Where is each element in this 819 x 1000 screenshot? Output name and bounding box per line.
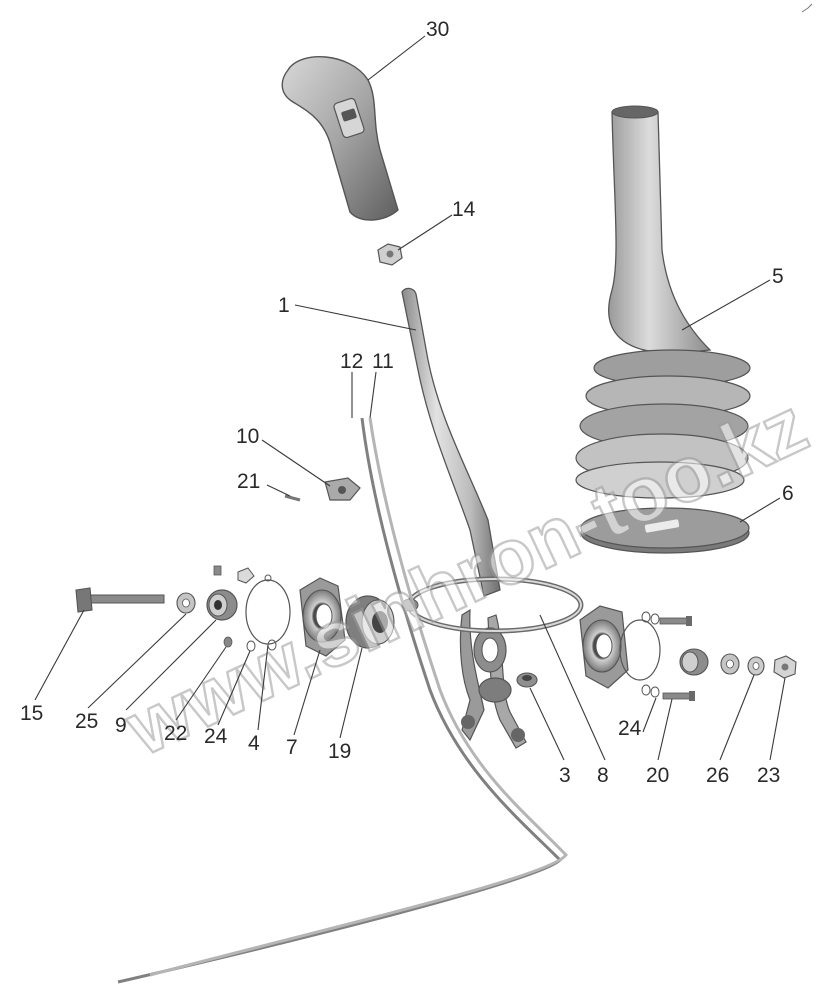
part-6-plate (580, 507, 750, 554)
callout-21: 21 (237, 470, 260, 493)
part-5-rubber-boot (575, 105, 751, 499)
callout-11: 11 (372, 350, 394, 373)
part-19-bushing (345, 595, 395, 649)
callout-20: 20 (646, 764, 669, 787)
part-7-flange-right (579, 605, 629, 689)
part-11-12-rods (117, 417, 568, 984)
callout-7: 7 (286, 736, 298, 759)
leader-lines (34, 35, 786, 761)
callout-14: 14 (452, 198, 476, 221)
part-20-bolts (659, 616, 695, 701)
callout-5: 5 (772, 265, 784, 288)
part-21-pin (284, 494, 301, 502)
callout-8: 8 (597, 764, 609, 787)
part-9-bushing-right (679, 648, 709, 676)
callout-25: 25 (75, 710, 98, 733)
callout-26: 26 (706, 764, 729, 787)
callout-22: 22 (164, 722, 187, 745)
callout-6: 6 (782, 482, 794, 505)
part-4-gasket-right (619, 619, 661, 681)
callout-24-right: 24 (618, 717, 642, 740)
part-15-bolt (75, 587, 165, 613)
corner-mark (801, 3, 813, 13)
callout-30: 30 (426, 18, 449, 41)
part-10-clamp (324, 477, 361, 501)
part-23-nut (773, 655, 797, 679)
callout-23: 23 (757, 764, 780, 787)
part-3-bushing (516, 672, 538, 688)
part-1-shift-lever (401, 287, 527, 749)
callout-1: 1 (278, 294, 290, 317)
part-30-gear-knob (281, 56, 399, 221)
callout-labels: 30 14 1 5 12 11 10 21 6 15 25 9 22 24 4 … (20, 18, 794, 787)
callout-12: 12 (340, 350, 363, 373)
part-9-bushing (206, 589, 238, 621)
part-25-washer (176, 592, 196, 614)
callout-3: 3 (559, 764, 571, 787)
callout-19: 19 (328, 740, 351, 763)
callout-4: 4 (248, 732, 260, 755)
callout-10: 10 (236, 425, 259, 448)
callout-24-left: 24 (204, 725, 228, 748)
part-25-washer-right (720, 653, 740, 675)
part-26-washer (747, 656, 765, 676)
callout-9: 9 (115, 714, 127, 737)
part-small-nut-left (213, 565, 255, 584)
part-7-flange (299, 577, 346, 657)
part-14-nut (377, 243, 403, 266)
part-24-ring-right (641, 611, 660, 698)
part-22-ring (223, 636, 233, 648)
part-4-gasket (245, 574, 291, 645)
callout-15: 15 (20, 702, 43, 725)
